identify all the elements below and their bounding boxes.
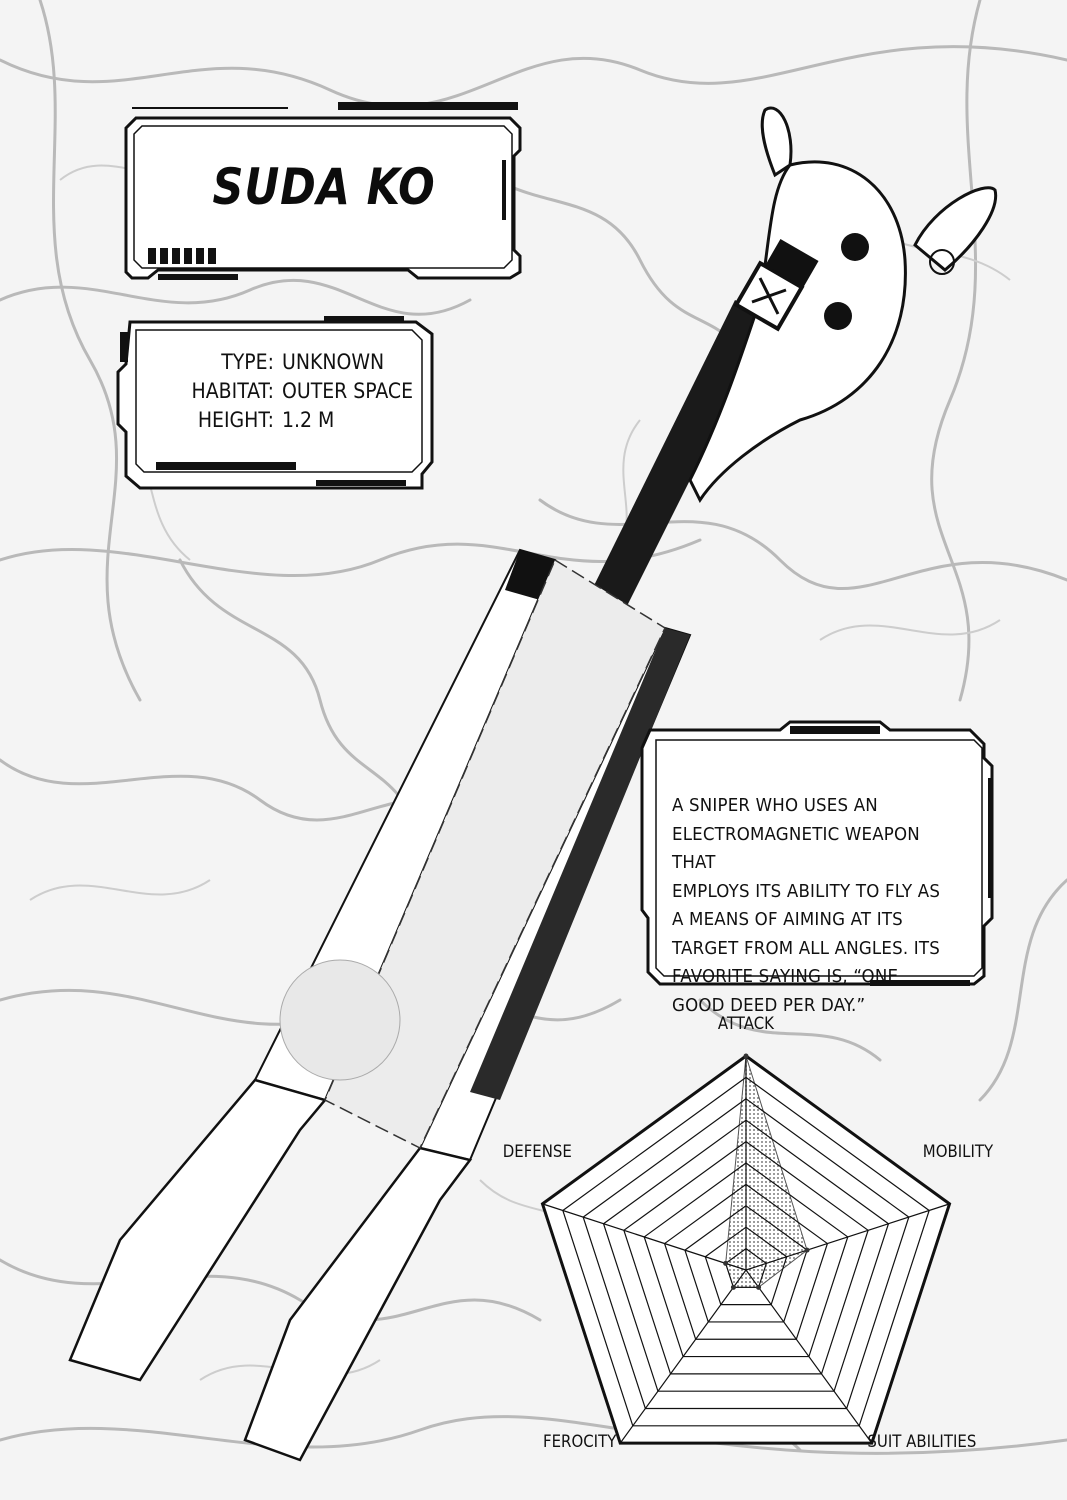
name-panel: SUDA KO [118, 100, 530, 285]
radar-label-suit-abilities: SUIT ABILITIES [867, 1432, 977, 1452]
radar-ring [643, 1162, 849, 1358]
radar-spoke [745, 1269, 873, 1444]
info-value-habitat: OUTER SPACE [282, 379, 414, 403]
radar-point [804, 1247, 810, 1253]
info-label-habitat: HABITAT: [191, 379, 274, 403]
stats-radar: ATTACK MOBILITY SUIT ABILITIES FEROCITY … [488, 1008, 1008, 1488]
description-panel: A SNIPER WHO USES AN ELECTROMAGNETIC WEA… [640, 718, 998, 1016]
radar-label-defense: DEFENSE [502, 1142, 572, 1162]
radar-spoke [619, 1269, 747, 1444]
info-panel-frame [116, 316, 434, 490]
radar-point [723, 1260, 729, 1266]
radar-ring [684, 1205, 808, 1323]
radar-ring [724, 1247, 768, 1288]
radar-label-ferocity: FEROCITY [543, 1432, 617, 1452]
radar-label-attack: ATTACK [717, 1014, 774, 1034]
info-value-type: UNKNOWN [282, 350, 385, 374]
radar-label-mobility: MOBILITY [922, 1142, 994, 1162]
radar-chart-svg [540, 1053, 952, 1445]
description-text: A SNIPER WHO USES AN ELECTROMAGNETIC WEA… [672, 796, 941, 1016]
radar-ring [582, 1098, 910, 1410]
radar-ring [663, 1183, 829, 1340]
info-label-type: TYPE: [221, 350, 274, 374]
radar-ring [704, 1226, 788, 1306]
info-label-height: HEIGHT: [197, 408, 274, 432]
radar-ring [623, 1140, 869, 1375]
radar-ring [562, 1076, 930, 1427]
name-panel-frame [124, 102, 522, 280]
description-panel-frame [640, 720, 994, 986]
radar-point [743, 1053, 749, 1059]
info-panel: TYPE: UNKNOWN HABITAT: OUTER SPACE HEIGH… [116, 312, 442, 498]
radar-spoke [745, 1203, 950, 1271]
info-list: TYPE: UNKNOWN HABITAT: OUTER SPACE HEIGH… [162, 350, 413, 433]
radar-ring [602, 1119, 890, 1392]
radar-ring [540, 1054, 952, 1445]
info-value-height: 1.2 M [282, 408, 335, 432]
radar-point [756, 1284, 762, 1290]
radar-point [730, 1284, 736, 1290]
character-name: SUDA KO [212, 158, 436, 216]
radar-spoke [542, 1203, 747, 1271]
